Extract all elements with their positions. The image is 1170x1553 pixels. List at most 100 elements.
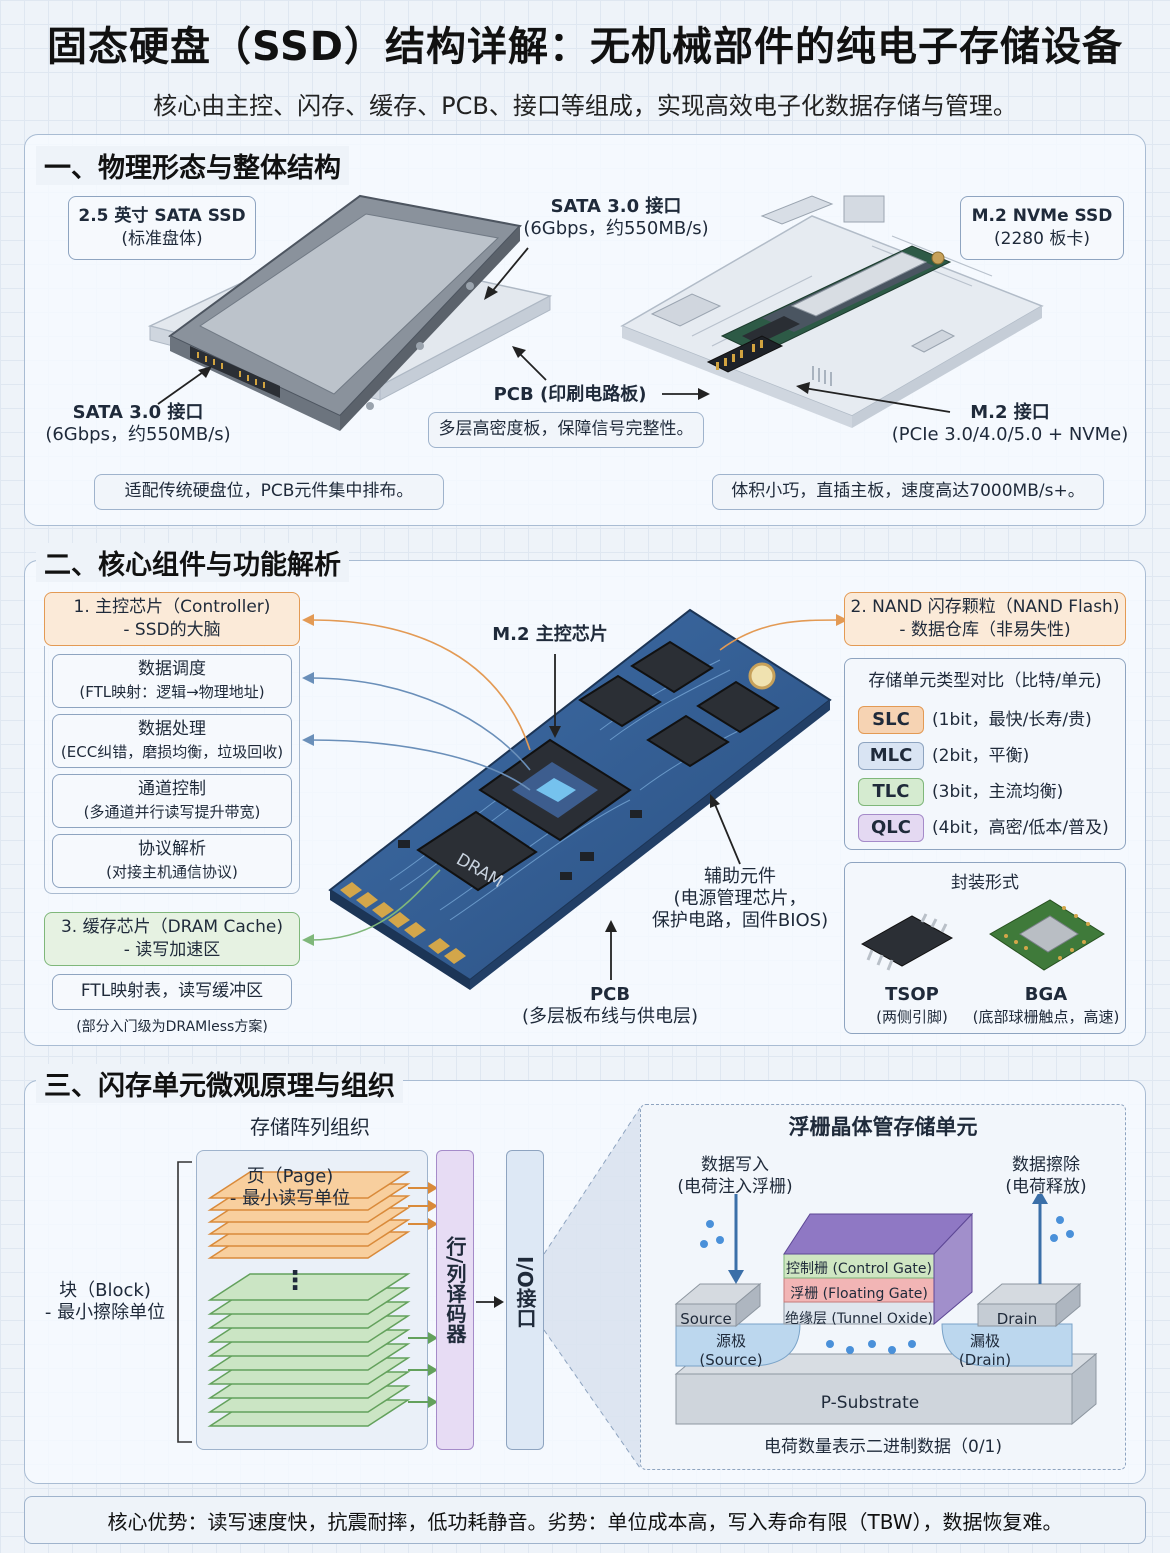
page-stack bbox=[207, 1171, 411, 1427]
slc-badge: SLC bbox=[858, 706, 924, 734]
bga-name: BGA bbox=[1024, 984, 1068, 1005]
pcb2-arrow bbox=[605, 920, 617, 980]
tsop-sub: (两侧引脚) bbox=[876, 1008, 948, 1026]
tsop-name: TSOP bbox=[885, 984, 939, 1005]
chip-arrow bbox=[549, 654, 561, 738]
func-channel: 通道控制 (多通道并行读写提升带宽) bbox=[52, 774, 292, 828]
tlc-desc: (3bit，主流均衡) bbox=[932, 782, 1064, 802]
func-protocol-name: 协议解析 bbox=[138, 839, 206, 859]
cell-title: 浮栅晶体管存储单元 bbox=[788, 1115, 978, 1139]
func-processing: 数据处理 (ECC纠错，磨损均衡，垃圾回收) bbox=[52, 714, 292, 768]
sata-port-left-label: SATA 3.0 接口 (6Gbps，约550MB/s) bbox=[38, 402, 238, 446]
dram-box: 3. 缓存芯片（DRAM Cache) - 读写加速区 bbox=[44, 912, 300, 966]
sata-ssd-sub: (标准盘体) bbox=[121, 229, 203, 249]
cell-caption: 电荷数量表示二进制数据（0/1) bbox=[764, 1437, 1002, 1457]
aux-arrow bbox=[710, 794, 741, 865]
section3-title: 三、闪存单元微观原理与组织 bbox=[36, 1064, 403, 1103]
sata-port-top-name: SATA 3.0 接口 bbox=[550, 196, 682, 217]
source-label: 源极 (Source) bbox=[686, 1332, 776, 1370]
write-name: 数据写入 bbox=[701, 1155, 769, 1175]
mlc-badge: MLC bbox=[858, 742, 924, 770]
package-title: 封装形式 bbox=[951, 873, 1019, 893]
decoder-box bbox=[436, 1150, 474, 1450]
pcb2-sub: (多层板布线与供电层) bbox=[521, 1006, 699, 1027]
m2-ssd-label: M.2 NVMe SSD (2280 板卡) bbox=[960, 196, 1124, 260]
qlc-desc: (4bit，高密/低本/普及) bbox=[932, 818, 1109, 838]
decoder-label: 行/列译码器 bbox=[443, 1236, 467, 1344]
dram-name: 3. 缓存芯片（DRAM Cache) bbox=[60, 917, 284, 937]
sata-ssd-illustration bbox=[147, 194, 553, 431]
motherboard-m2-illustration bbox=[620, 195, 1044, 428]
sata-port-left-name: SATA 3.0 接口 bbox=[72, 402, 204, 423]
bga-sub: (底部球栅触点，高速) bbox=[972, 1008, 1120, 1026]
floating-gate-label: 浮栅 (Floating Gate) bbox=[790, 1286, 928, 1302]
write-sub: (电荷注入浮栅) bbox=[677, 1177, 793, 1197]
control-gate-label: 控制栅 (Control Gate) bbox=[786, 1261, 932, 1277]
m2-port-arrow bbox=[796, 382, 951, 413]
dram-sub: - 读写加速区 bbox=[123, 940, 221, 960]
page-subtitle: 核心由主控、闪存、缓存、PCB、接口等组成，实现高效电子化数据存储与管理。 bbox=[153, 92, 1017, 120]
page-label: 页（Page) - 最小读写单位 bbox=[210, 1166, 370, 1210]
m2-port-sub: (PCIe 3.0/4.0/5.0 + NVMe) bbox=[891, 424, 1129, 445]
pcb-note: 多层高密度板，保障信号完整性。 bbox=[428, 412, 704, 448]
slc-desc: (1bit，最快/长寿/贵) bbox=[932, 710, 1092, 730]
zoom-lines bbox=[544, 1107, 641, 1469]
controller-box: 1. 主控芯片（Controller) - SSD的大脑 bbox=[44, 592, 300, 646]
sata-port-top-sub: (6Gbps，约550MB/s) bbox=[523, 218, 709, 239]
substrate-label: P-Substrate bbox=[820, 1393, 920, 1413]
page-to-decoder-arrows bbox=[408, 1182, 438, 1408]
mlc-desc: (2bit，平衡) bbox=[932, 746, 1030, 766]
block-name: 块（Block) bbox=[59, 1280, 151, 1301]
source-tag: Source bbox=[680, 1310, 732, 1328]
tsop-label: TSOP (两侧引脚) bbox=[852, 984, 972, 1028]
aux-line2: (电源管理芯片， bbox=[673, 888, 807, 909]
m2-chip-label: M.2 主控芯片 bbox=[492, 624, 608, 645]
bga-label: BGA (底部球栅触点，高速) bbox=[966, 984, 1126, 1028]
m2-port-label: M.2 接口 (PCIe 3.0/4.0/5.0 + NVMe) bbox=[890, 402, 1130, 446]
write-label: 数据写入 (电荷注入浮栅) bbox=[660, 1154, 810, 1198]
qlc-badge: QLC bbox=[858, 814, 924, 842]
section1-title: 一、物理形态与整体结构 bbox=[36, 146, 349, 185]
sata-ssd-label: 2.5 英寸 SATA SSD (标准盘体) bbox=[68, 196, 256, 260]
page-sub: - 最小读写单位 bbox=[229, 1188, 351, 1209]
connector-lines bbox=[302, 614, 848, 946]
func-processing-name: 数据处理 bbox=[138, 719, 206, 739]
block-label: 块（Block) - 最小擦除单位 bbox=[40, 1280, 170, 1324]
footer-text: 核心优势：读写速度快，抗震耐摔，低功耗静音。劣势：单位成本高，写入寿命有限（TB… bbox=[107, 1510, 1063, 1534]
block-bracket bbox=[177, 1161, 192, 1443]
io-box bbox=[506, 1150, 544, 1450]
block-sub: - 最小擦除单位 bbox=[44, 1302, 166, 1323]
func-scheduling-sub: (FTL映射：逻辑→物理地址) bbox=[79, 683, 265, 701]
drain-sub: (Drain) bbox=[958, 1351, 1012, 1369]
sata-port-left-sub: (6Gbps，约550MB/s) bbox=[45, 424, 231, 445]
pcb-label: PCB (印刷电路板) bbox=[493, 384, 647, 405]
sata-port-top-label: SATA 3.0 接口 (6Gbps，约550MB/s) bbox=[516, 196, 716, 240]
tlc-badge: TLC bbox=[858, 778, 924, 806]
aux-line1: 辅助元件 bbox=[704, 866, 776, 887]
erase-label: 数据擦除 (电荷释放) bbox=[976, 1154, 1116, 1198]
footer-bar bbox=[24, 1496, 1146, 1544]
io-label: I/O接口 bbox=[513, 1256, 537, 1328]
pcb2-label: PCB (多层板布线与供电层) bbox=[510, 984, 710, 1028]
drain-name: 漏极 bbox=[969, 1332, 1000, 1350]
pcb2-name: PCB bbox=[589, 984, 631, 1005]
aux-line3: 保护电路，固件BIOS) bbox=[651, 910, 829, 931]
bga-chip-icon bbox=[989, 899, 1105, 971]
controller-sub: - SSD的大脑 bbox=[123, 620, 221, 640]
m2-port-name: M.2 接口 bbox=[970, 402, 1050, 423]
dram-chip-label-svg: DRAM bbox=[453, 850, 507, 893]
func-channel-sub: (多通道并行读写提升带宽) bbox=[83, 803, 261, 821]
cell-types-title: 存储单元类型对比（比特/单元) bbox=[868, 671, 1102, 691]
floating-gate-transistor bbox=[674, 1194, 1098, 1426]
func-processing-sub: (ECC纠错，磨损均衡，垃圾回收) bbox=[60, 743, 284, 761]
dram-func: FTL映射表，读写缓冲区 bbox=[52, 974, 292, 1010]
section2-title: 二、核心组件与功能解析 bbox=[36, 543, 349, 582]
func-protocol: 协议解析 (对接主机通信协议) bbox=[52, 834, 292, 888]
erase-sub: (电荷释放) bbox=[1005, 1177, 1087, 1197]
array-title: 存储阵列组织 bbox=[250, 1115, 370, 1139]
page-name: 页（Page) bbox=[246, 1166, 334, 1187]
nand-box: 2. NAND 闪存颗粒（NAND Flash) - 数据仓库（非易失性) bbox=[844, 592, 1126, 646]
func-protocol-sub: (对接主机通信协议) bbox=[106, 863, 238, 881]
sata-top-arrow bbox=[484, 247, 529, 300]
controller-name: 1. 主控芯片（Controller) bbox=[73, 597, 271, 617]
